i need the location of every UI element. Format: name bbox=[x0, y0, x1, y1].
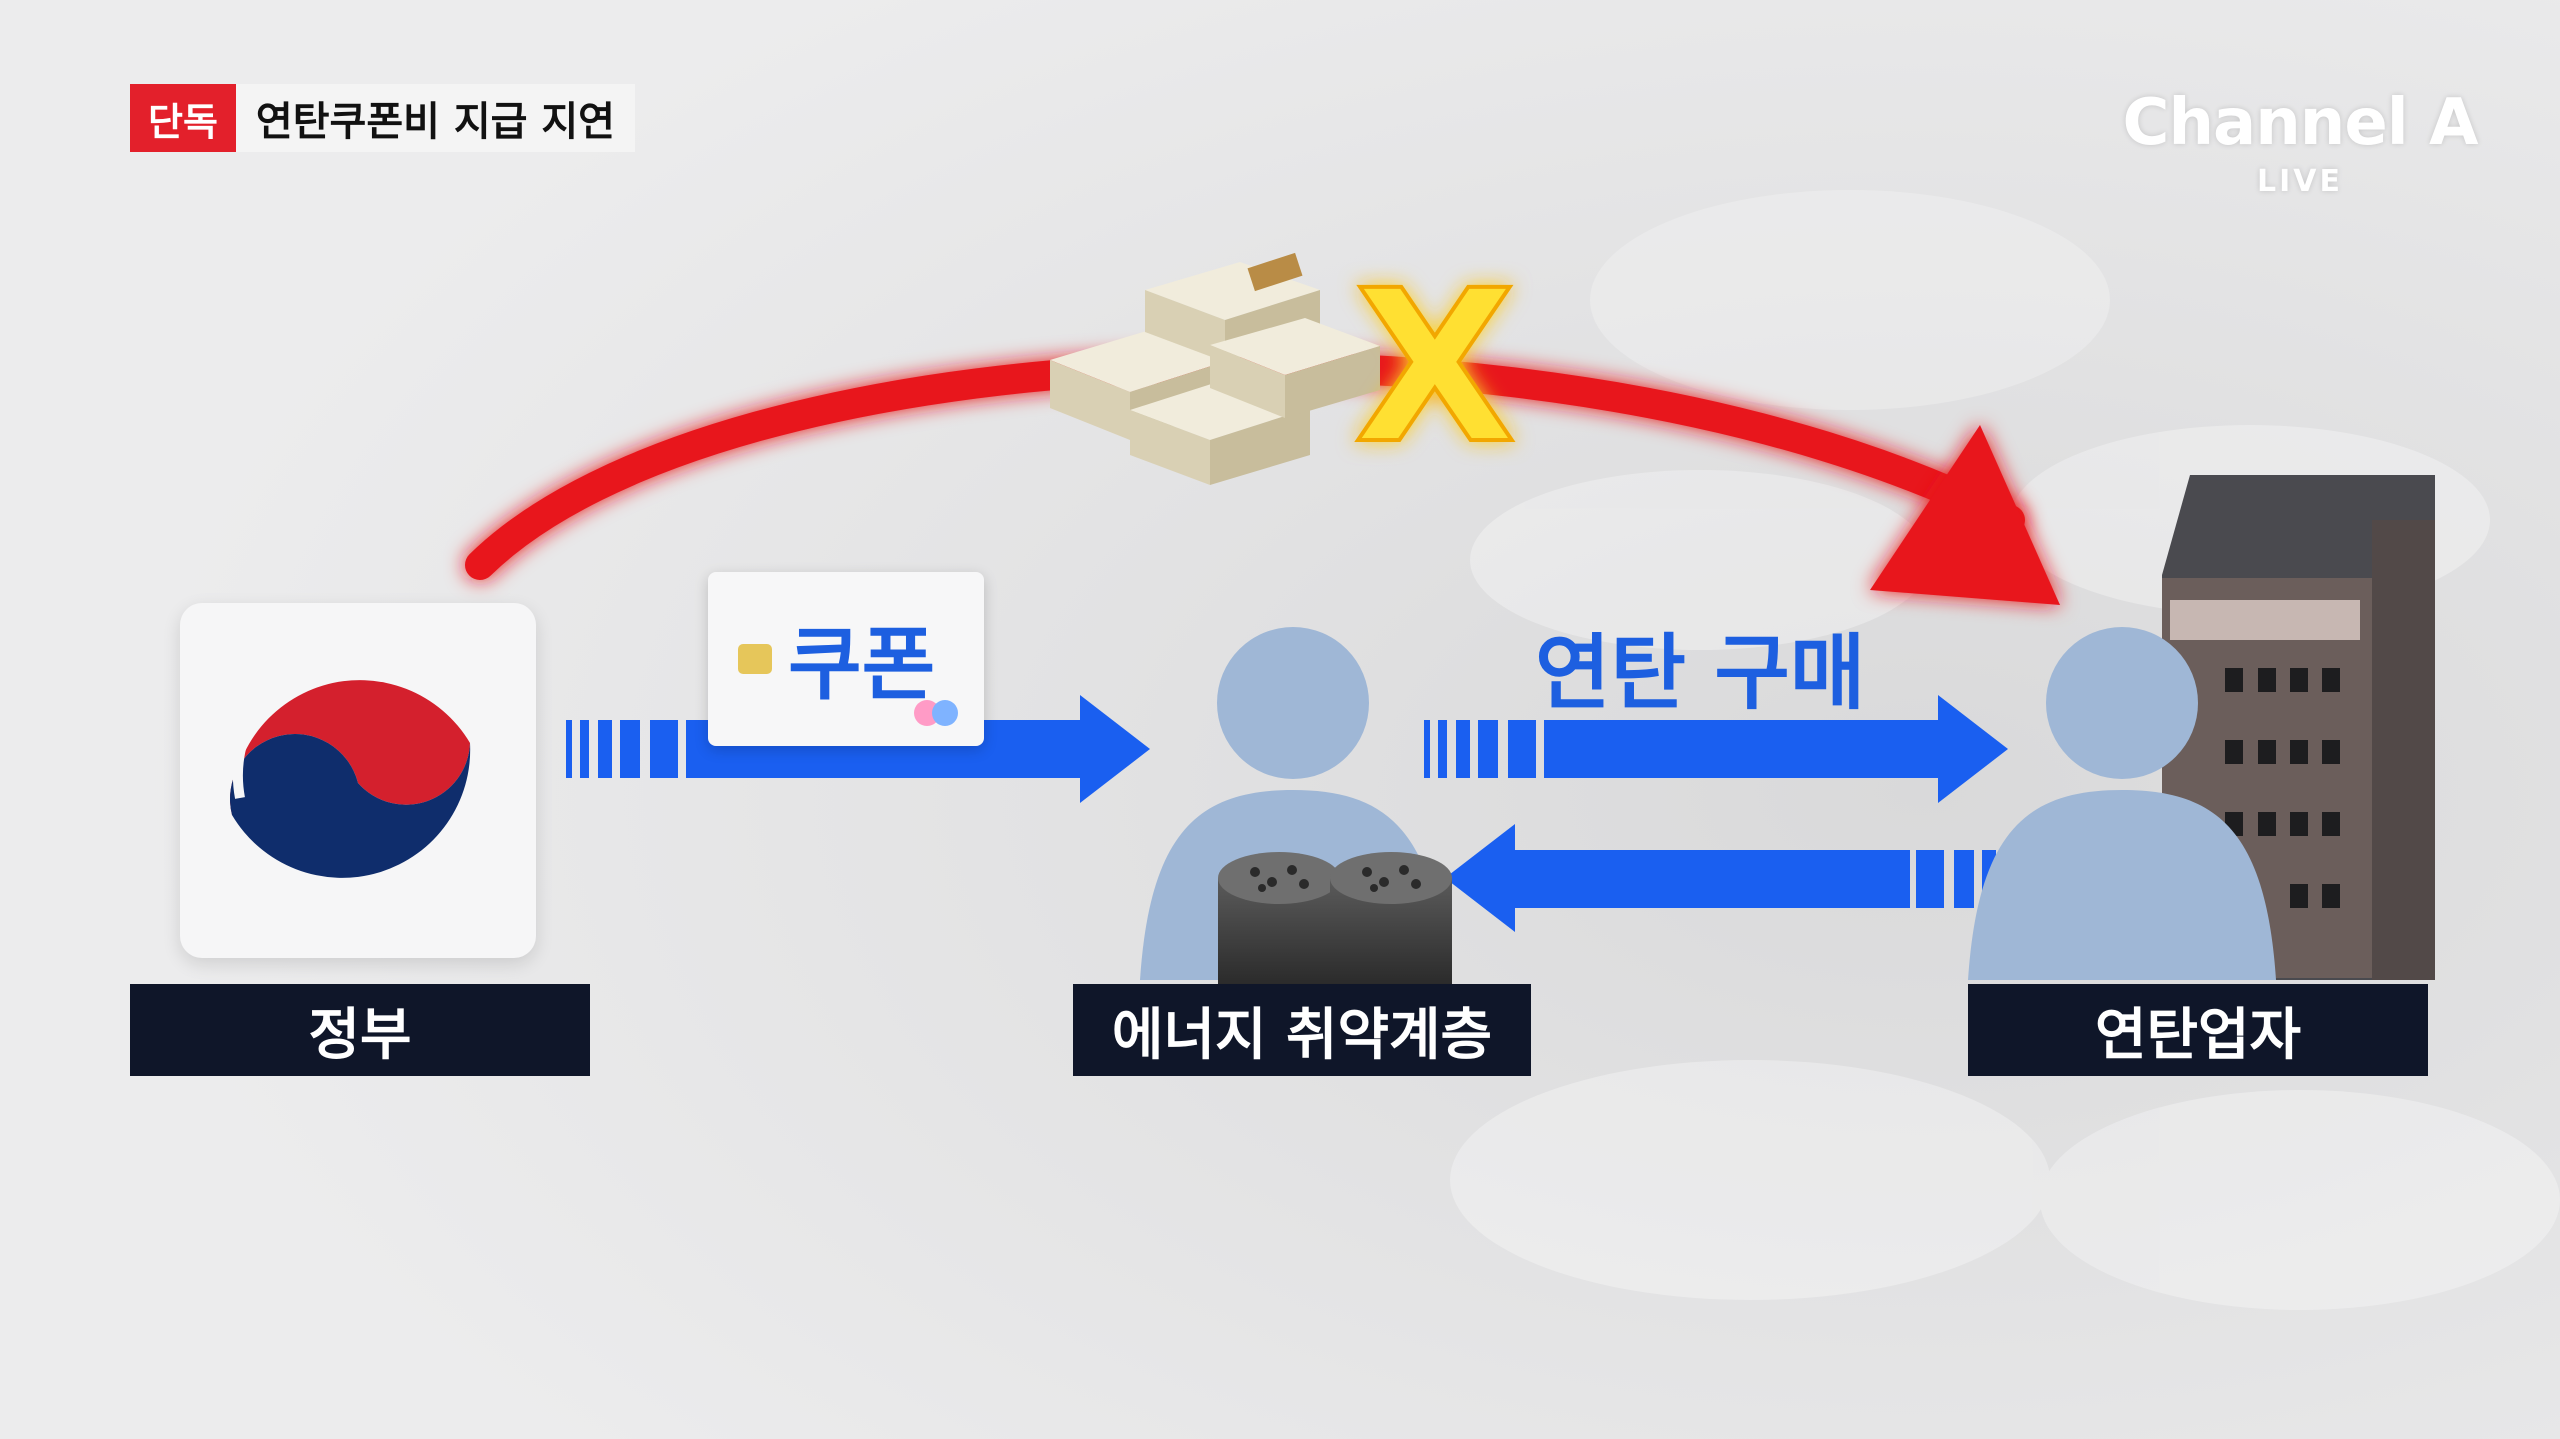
coupon-label: 쿠폰 bbox=[788, 618, 936, 711]
blocked-x-mark: X bbox=[1352, 243, 1518, 492]
card-logo-dot bbox=[932, 700, 958, 726]
breaking-news-tag: 단독 연탄쿠폰비 지급 지연 bbox=[130, 84, 635, 152]
svg-text:X: X bbox=[1354, 245, 1516, 490]
cash-stack-icon bbox=[1050, 252, 1380, 485]
node-label-government: 정부 bbox=[130, 984, 590, 1076]
card-chip-icon bbox=[738, 644, 772, 674]
live-indicator: LIVE bbox=[2257, 164, 2343, 199]
government-emblem-icon bbox=[180, 603, 536, 958]
node-label-energy-poor: 에너지 취약계층 bbox=[1073, 984, 1531, 1076]
node-label-dealer: 연탄업자 bbox=[1968, 984, 2428, 1076]
coupon-card: 쿠폰 bbox=[708, 572, 984, 746]
dealer-person-icon bbox=[1968, 627, 2276, 980]
headline: 연탄쿠폰비 지급 지연 bbox=[235, 84, 635, 152]
exclusive-badge: 단독 bbox=[130, 84, 236, 152]
coal-briquette-icon bbox=[1218, 852, 1452, 986]
taegeuk-emblem bbox=[230, 648, 485, 878]
channel-logo: Channel A LIVE bbox=[2120, 86, 2480, 199]
purchase-arrow bbox=[1424, 695, 2008, 803]
purchase-label: 연탄 구매 bbox=[1535, 626, 1866, 721]
channel-name: Channel A bbox=[2122, 86, 2479, 160]
arc-arrowhead bbox=[1870, 425, 2060, 605]
